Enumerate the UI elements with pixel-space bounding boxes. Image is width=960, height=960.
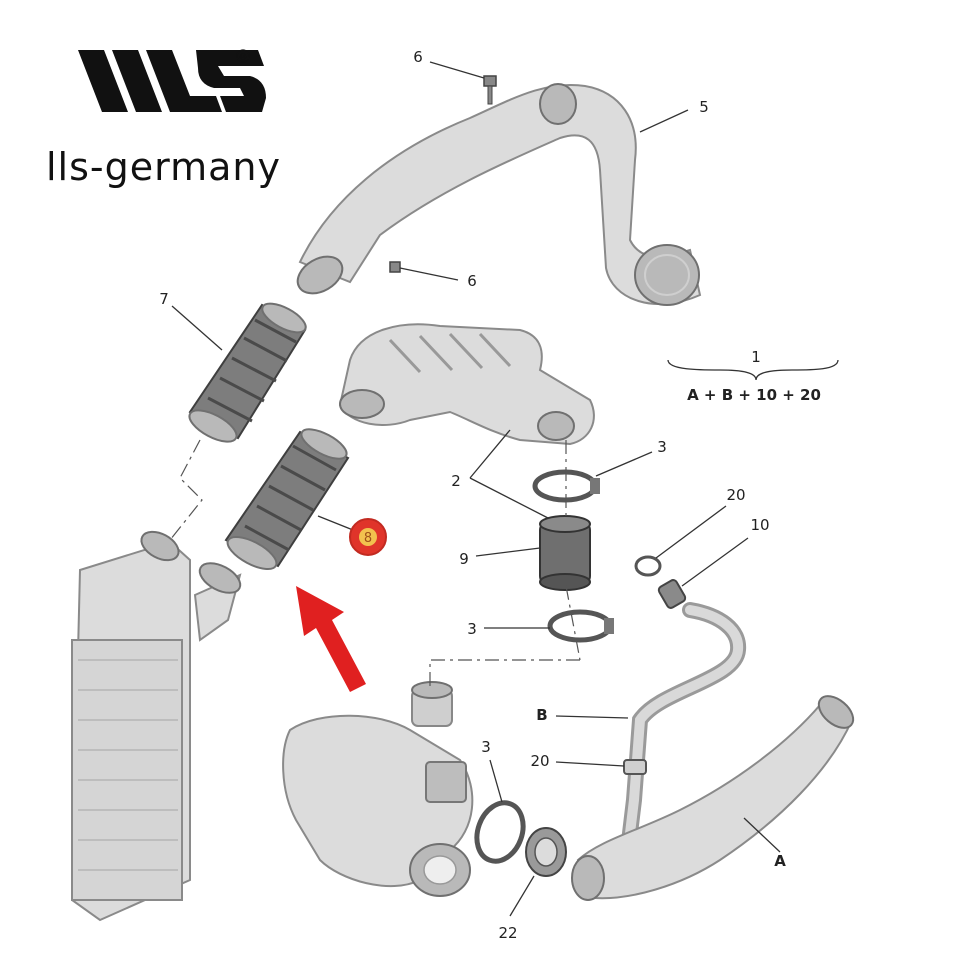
clamp-turbo [474, 800, 526, 864]
upper-air-duct [296, 83, 702, 306]
callout-3-turbo: 3 [481, 738, 491, 756]
breather-hose [620, 555, 747, 858]
leader-lines [171, 61, 839, 917]
hose-8 [224, 428, 350, 570]
throttle-body [539, 515, 591, 591]
kit-formula: A + B + 10 + 20 [687, 386, 821, 404]
logo-s-shape [196, 50, 266, 112]
logo-stripe-3 [146, 50, 222, 112]
part-8-badge[interactable]: 8 [349, 518, 387, 556]
callout-3-upper: 3 [657, 438, 667, 456]
callout-20-upper: 20 [726, 486, 745, 504]
callout-6-top: 6 [413, 48, 423, 66]
bolt-middle [389, 261, 401, 273]
callout-20-lower: 20 [530, 752, 549, 770]
logo-stripe-2 [112, 50, 162, 112]
brand-logo: ® lls-germany [46, 49, 281, 189]
callout-a: A [774, 852, 786, 870]
bolt-top [483, 75, 497, 105]
logo-stripe-1 [78, 50, 128, 112]
clip-20-top [634, 555, 662, 577]
direction-arrow [296, 586, 366, 692]
callout-5: 5 [699, 98, 709, 116]
fitting-10 [657, 579, 687, 609]
hose-7 [188, 302, 307, 443]
registered-mark: ® [239, 53, 248, 63]
brand-name: lls-germany [46, 145, 281, 189]
callout-b: B [536, 706, 547, 724]
turbocharger [282, 681, 474, 897]
callout-22: 22 [498, 924, 517, 942]
callout-9: 9 [459, 550, 469, 568]
callout-6-middle: 6 [467, 272, 477, 290]
callout-7: 7 [159, 290, 169, 308]
registered-mark-circle [236, 49, 250, 63]
callout-3-lower: 3 [467, 620, 477, 638]
intake-manifold [338, 323, 595, 446]
seal-22 [525, 827, 567, 877]
clamp-upper [532, 469, 600, 503]
callout-1: 1 [751, 348, 761, 366]
callout-2: 2 [451, 472, 461, 490]
alignment-lines [169, 439, 581, 690]
intercooler [70, 530, 242, 922]
pipe-a [571, 695, 855, 901]
part-8-badge-label: 8 [364, 531, 372, 546]
clip-20-lower [623, 759, 647, 775]
clamp-lower [547, 609, 614, 643]
callout-10: 10 [750, 516, 769, 534]
